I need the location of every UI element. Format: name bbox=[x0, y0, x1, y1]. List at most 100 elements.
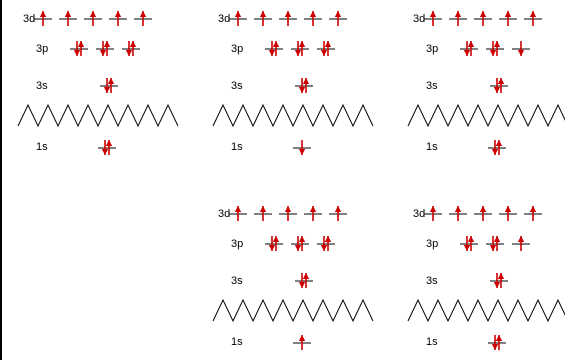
level-label-d3: 3d bbox=[218, 208, 230, 220]
spin-down-arrow bbox=[517, 41, 525, 56]
spin-down-arrow bbox=[99, 41, 107, 56]
spin-down-arrow bbox=[294, 236, 302, 251]
orbital bbox=[291, 41, 309, 56]
orbital bbox=[474, 206, 492, 221]
level-label-p3: 3p bbox=[426, 43, 438, 55]
spin-up-arrow bbox=[272, 41, 280, 56]
orbital bbox=[329, 206, 347, 221]
orbital bbox=[424, 11, 442, 26]
orbital bbox=[424, 206, 442, 221]
spin-down-arrow bbox=[298, 273, 306, 288]
spin-down-arrow bbox=[268, 41, 276, 56]
spin-down-arrow bbox=[463, 41, 471, 56]
orbital bbox=[293, 335, 311, 350]
level-label-s3: 3s bbox=[426, 275, 438, 287]
spin-up-arrow bbox=[467, 41, 475, 56]
orbital bbox=[254, 11, 272, 26]
spin-down-arrow bbox=[298, 140, 306, 155]
orbital bbox=[304, 206, 322, 221]
spin-down-arrow bbox=[491, 140, 499, 155]
orbital bbox=[109, 11, 127, 26]
orbital bbox=[499, 11, 517, 26]
spin-up-arrow bbox=[103, 41, 111, 56]
orbital bbox=[98, 140, 116, 155]
level-label-d3: 3d bbox=[413, 208, 425, 220]
spin-up-arrow bbox=[454, 206, 462, 221]
orbital bbox=[449, 11, 467, 26]
spin-up-arrow bbox=[517, 236, 525, 251]
spin-up-arrow bbox=[234, 206, 242, 221]
spin-down-arrow bbox=[294, 41, 302, 56]
energy-break-zigzag bbox=[407, 298, 565, 323]
spin-down-arrow bbox=[320, 236, 328, 251]
spin-up-arrow bbox=[309, 11, 317, 26]
spin-up-arrow bbox=[298, 41, 306, 56]
spin-up-arrow bbox=[334, 206, 342, 221]
orbital bbox=[449, 206, 467, 221]
spin-up-arrow bbox=[493, 41, 501, 56]
level-label-p3: 3p bbox=[36, 43, 48, 55]
spin-up-arrow bbox=[429, 11, 437, 26]
spin-up-arrow bbox=[479, 11, 487, 26]
spin-up-arrow bbox=[309, 206, 317, 221]
level-label-d3: 3d bbox=[413, 13, 425, 25]
spin-up-arrow bbox=[302, 78, 310, 93]
orbital bbox=[279, 11, 297, 26]
level-label-s3: 3s bbox=[231, 80, 243, 92]
level-label-d3: 3d bbox=[218, 13, 230, 25]
spin-down-arrow bbox=[463, 236, 471, 251]
orbital bbox=[96, 41, 114, 56]
spin-up-arrow bbox=[493, 236, 501, 251]
energy-break-zigzag bbox=[212, 103, 374, 128]
level-label-s3: 3s bbox=[36, 80, 48, 92]
orbital bbox=[304, 11, 322, 26]
spin-up-arrow bbox=[495, 140, 503, 155]
spin-up-arrow bbox=[284, 11, 292, 26]
spin-down-arrow bbox=[493, 78, 501, 93]
level-label-p3: 3p bbox=[231, 238, 243, 250]
orbital bbox=[460, 236, 478, 251]
orbital bbox=[265, 41, 283, 56]
spin-up-arrow bbox=[89, 11, 97, 26]
spin-down-arrow bbox=[489, 41, 497, 56]
level-label-s1: 1s bbox=[36, 141, 48, 153]
spin-up-arrow bbox=[284, 206, 292, 221]
orbital bbox=[486, 41, 504, 56]
orbital bbox=[512, 41, 530, 56]
spin-down-arrow bbox=[491, 335, 499, 350]
orbital bbox=[317, 236, 335, 251]
orbital bbox=[229, 11, 247, 26]
orbital bbox=[490, 273, 508, 288]
orbital bbox=[512, 236, 530, 251]
orbital bbox=[100, 78, 118, 93]
orbital bbox=[70, 41, 88, 56]
spin-up-arrow bbox=[324, 236, 332, 251]
level-label-p3: 3p bbox=[231, 43, 243, 55]
spin-up-arrow bbox=[105, 140, 113, 155]
level-label-d3: 3d bbox=[23, 13, 35, 25]
spin-up-arrow bbox=[429, 206, 437, 221]
orbital bbox=[279, 206, 297, 221]
spin-up-arrow bbox=[64, 11, 72, 26]
level-label-s3: 3s bbox=[426, 80, 438, 92]
orbital bbox=[488, 140, 506, 155]
orbital bbox=[295, 273, 313, 288]
spin-down-arrow bbox=[493, 273, 501, 288]
orbital bbox=[486, 236, 504, 251]
orbital bbox=[474, 11, 492, 26]
orbital bbox=[329, 11, 347, 26]
orbital bbox=[134, 11, 152, 26]
orbital bbox=[59, 11, 77, 26]
spin-down-arrow bbox=[489, 236, 497, 251]
orbital bbox=[317, 41, 335, 56]
spin-up-arrow bbox=[129, 41, 137, 56]
spin-up-arrow bbox=[234, 11, 242, 26]
energy-break-zigzag bbox=[407, 103, 565, 128]
spin-up-arrow bbox=[497, 273, 505, 288]
orbital bbox=[254, 206, 272, 221]
spin-up-arrow bbox=[454, 11, 462, 26]
spin-down-arrow bbox=[73, 41, 81, 56]
orbital bbox=[265, 236, 283, 251]
spin-down-arrow bbox=[320, 41, 328, 56]
